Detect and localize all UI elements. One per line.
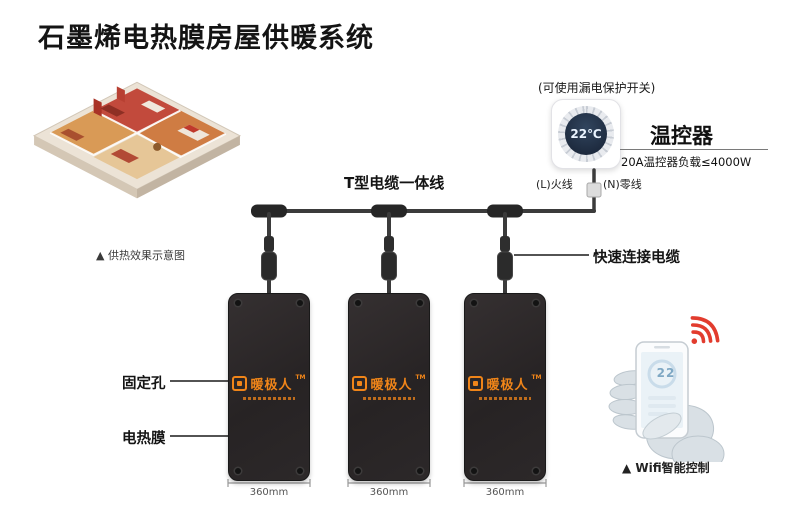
panel-logo-icon xyxy=(232,376,248,391)
panel-logo-tm: TM xyxy=(531,374,542,381)
fixing-hole xyxy=(417,468,423,474)
thermostat-device: 22℃ xyxy=(551,99,621,169)
thermostat-note: (可使用漏电保护开关) xyxy=(538,81,656,95)
page-title: 石墨烯电热膜房屋供暖系统 xyxy=(38,23,374,54)
panel-logo-subline xyxy=(243,397,295,400)
thermostat-display: 22℃ xyxy=(565,113,607,155)
panel-logo-tm: TM xyxy=(415,374,426,381)
panel-logo: 暖极人 TM xyxy=(468,374,542,400)
thermostat-divider xyxy=(620,149,768,150)
wifi-icon xyxy=(690,316,720,345)
fixing-hole xyxy=(235,300,241,306)
panel-logo-tm: TM xyxy=(295,374,306,381)
panel-logo-text: 暖极人 xyxy=(370,378,413,393)
wifi-control-illustration xyxy=(596,312,736,473)
live-wire-label: (L)火线 xyxy=(536,178,573,191)
panel-width-label: 360mm xyxy=(249,487,289,498)
fixing-hole xyxy=(533,468,539,474)
heating-film-panel: 暖极人 TM xyxy=(348,293,430,481)
fixing-hole xyxy=(417,300,423,306)
fixing-hole xyxy=(235,468,241,474)
floorplan-illustration xyxy=(28,76,246,244)
panel-logo-subline xyxy=(363,397,415,400)
thumb-illustration xyxy=(642,412,682,440)
floorplan-caption: ▲ 供热效果示意图 xyxy=(96,249,185,262)
panel-logo-icon xyxy=(468,376,484,391)
panel-logo: 暖极人 TM xyxy=(352,374,426,400)
fixing-hole xyxy=(471,468,477,474)
thermostat-spec: 20A温控器负载≤4000W xyxy=(621,155,752,169)
wifi-caption: ▲ Wifi智能控制 xyxy=(622,461,710,475)
fixing-hole xyxy=(355,468,361,474)
thermostat-label: 温控器 xyxy=(650,124,713,148)
fixing-hole xyxy=(471,300,477,306)
fixing-hole xyxy=(297,300,303,306)
thermostat-temp: 22℃ xyxy=(570,127,602,141)
panel-logo: 暖极人 TM xyxy=(232,374,306,400)
panel-width-label: 360mm xyxy=(369,487,409,498)
fixing-hole xyxy=(297,468,303,474)
panel-width-label: 360mm xyxy=(485,487,525,498)
fixing-hole xyxy=(533,300,539,306)
thermostat-dial: 22℃ xyxy=(558,106,614,162)
heating-film-panel: 暖极人 TM xyxy=(464,293,546,481)
fixing-hole xyxy=(355,300,361,306)
t-cable-label: T型电缆一体线 xyxy=(344,174,445,192)
heating-film-panel: 暖极人 TM xyxy=(228,293,310,481)
panel-logo-icon xyxy=(352,376,368,391)
panel-logo-text: 暖极人 xyxy=(250,378,293,393)
neutral-wire-label: (N)零线 xyxy=(603,178,642,191)
fixing-hole-label: 固定孔 xyxy=(122,376,166,392)
phone-temp-display: 22 xyxy=(656,366,676,380)
floorplan-art xyxy=(32,81,242,199)
heating-film-label: 电热膜 xyxy=(122,431,166,447)
panel-logo-text: 暖极人 xyxy=(486,378,529,393)
panel-logo-subline xyxy=(479,397,531,400)
quick-connect-label: 快速连接电缆 xyxy=(593,250,680,266)
